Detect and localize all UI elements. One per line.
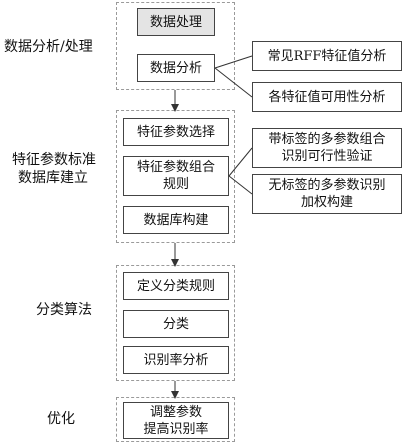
adjust-parameters-box: 调整参数 提高识别率 <box>123 402 229 439</box>
combination-rule-box: 特征参数组合 规则 <box>123 156 229 196</box>
feature-availability-box: 各特征值可用性分析 <box>252 82 402 112</box>
recognition-rate-analysis-box: 识别率分析 <box>123 346 229 374</box>
stage-label-database-line1: 特征参数标准 <box>12 152 96 168</box>
data-analysis-box: 数据分析 <box>137 54 215 82</box>
stage-label-database-line2: 数据库建立 <box>18 170 88 186</box>
stage-label-classification: 分类算法 <box>36 302 92 318</box>
group-analysis <box>116 2 235 90</box>
labeled-verification-box: 带标签的多参数组合 识别可行性验证 <box>252 128 402 168</box>
stage-label-analysis: 数据分析/处理 <box>4 39 93 55</box>
rff-feature-analysis-box: 常见RFF特征值分析 <box>252 41 402 71</box>
data-processing-box: 数据处理 <box>137 8 215 36</box>
classification-box: 分类 <box>123 310 229 338</box>
feature-selection-box: 特征参数选择 <box>123 118 229 146</box>
unlabeled-weighting-box: 无标签的多参数识别 加权构建 <box>252 174 402 214</box>
define-classification-rule-box: 定义分类规则 <box>123 272 229 300</box>
stage-label-optimization: 优化 <box>47 411 75 427</box>
database-build-box: 数据库构建 <box>123 206 229 234</box>
